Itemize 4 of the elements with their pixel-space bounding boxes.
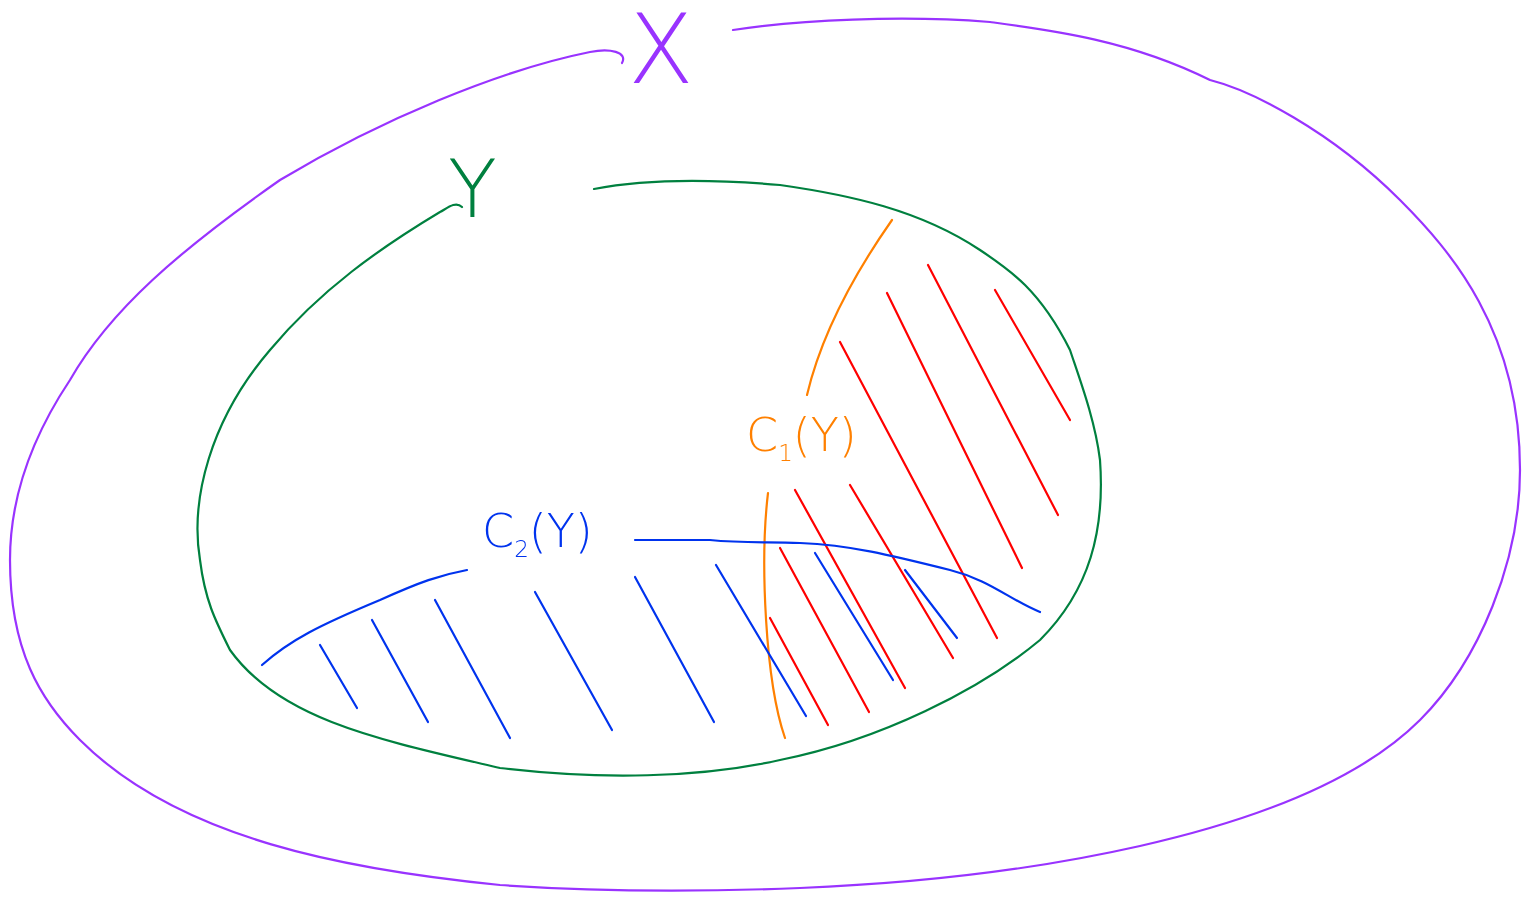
set-label: X (628, 2, 694, 98)
set-label: Y (448, 150, 497, 230)
set-label: C$_{1}$(Y) (746, 412, 857, 466)
set-label: C$_{2}$(Y) (482, 508, 593, 562)
